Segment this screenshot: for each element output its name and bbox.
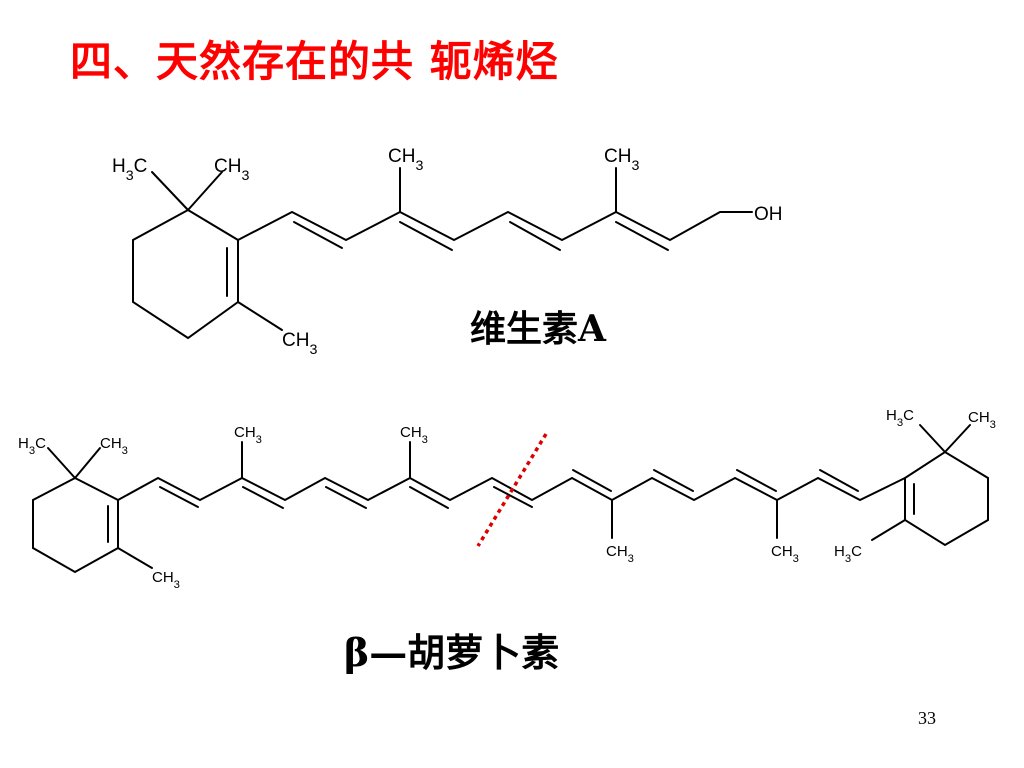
- svg-text:CH3: CH3: [234, 424, 262, 446]
- beta-chain-methyl-top-1: CH3: [234, 424, 262, 446]
- page-number: 33: [918, 708, 936, 728]
- beta-carotene-right-ring: [904, 450, 989, 547]
- svg-text:CH3: CH3: [214, 156, 249, 184]
- beta-left-gem-methyl-left: H3C: [18, 435, 46, 457]
- beta-right-gem-methyl-left: H3C: [886, 407, 914, 429]
- svg-text:H3C: H3C: [886, 407, 914, 429]
- beta-right-gem-methyl-right: CH3: [968, 409, 996, 431]
- vitamin-a-gem-methyl-right: CH3: [214, 156, 249, 184]
- vitamin-a-chain: [237, 210, 753, 242]
- vitamin-a-ring-methyl: CH3: [282, 330, 317, 358]
- svg-text:CH3: CH3: [282, 330, 317, 358]
- svg-text:CH3: CH3: [388, 146, 423, 174]
- beta-left-gem-methyl-right: CH3: [100, 435, 128, 457]
- svg-text:H3C: H3C: [18, 435, 46, 457]
- vitamin-a-gem-methyl-left: H3C: [112, 156, 147, 184]
- vitamin-a-structure: [132, 167, 753, 340]
- cleavage-dotted-line: [476, 433, 548, 547]
- svg-text:H3C: H3C: [834, 543, 862, 565]
- beta-left-ring-methyl: CH3: [152, 569, 180, 591]
- svg-text:CH3: CH3: [152, 569, 180, 591]
- vitamin-a-ring: [132, 209, 239, 340]
- beta-carotene-labels: H3C CH3 CH3 CH3 CH3 CH3 CH3 H3C CH3 H3C: [18, 407, 996, 591]
- beta-carotene-left-ring: [32, 477, 119, 574]
- beta-chain-methyl-bottom-1: CH3: [606, 543, 634, 565]
- vitamin-a-chain-methyl-1: CH3: [388, 146, 423, 174]
- slide-title: 四、天然存在的共 轭烯烃: [70, 37, 559, 86]
- beta-right-ring-methyl: H3C: [834, 543, 862, 565]
- beta-carotene-structure: [32, 424, 989, 574]
- vitamin-a-labels: H3C CH3 CH3 CH3 CH3 OH: [112, 146, 783, 358]
- svg-text:OH: OH: [754, 204, 783, 225]
- beta-carotene-caption: β—胡萝卜素: [344, 630, 560, 675]
- beta-chain-methyl-bottom-2: CH3: [771, 543, 799, 565]
- svg-text:CH3: CH3: [606, 543, 634, 565]
- beta-chain-methyl-top-2: CH3: [400, 424, 428, 446]
- vitamin-a-chain-methyl-2: CH3: [604, 146, 639, 174]
- svg-text:H3C: H3C: [112, 156, 147, 184]
- svg-text:CH3: CH3: [100, 435, 128, 457]
- svg-text:CH3: CH3: [968, 409, 996, 431]
- vitamin-a-hydroxyl: OH: [754, 204, 783, 225]
- svg-text:CH3: CH3: [604, 146, 639, 174]
- svg-text:CH3: CH3: [771, 543, 799, 565]
- vitamin-a-caption: 维生素A: [470, 308, 606, 350]
- svg-text:CH3: CH3: [400, 424, 428, 446]
